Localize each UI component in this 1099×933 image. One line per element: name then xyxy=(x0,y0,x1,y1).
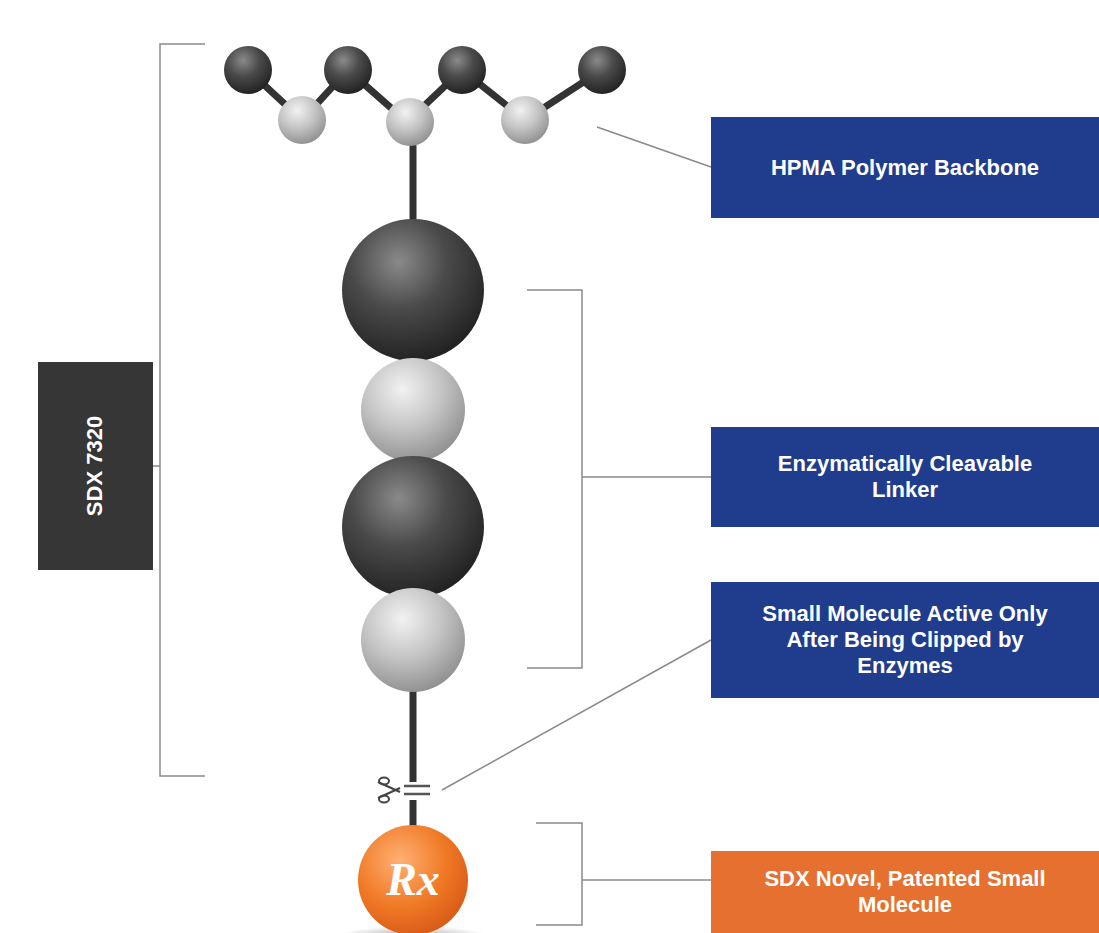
leader-line xyxy=(442,640,711,790)
vertical-label: SDX 7320 xyxy=(83,416,109,516)
callout-box: HPMA Polymer Backbone xyxy=(711,117,1099,218)
scissors-symbol xyxy=(378,778,400,803)
callout-box: Small Molecule Active Only After Being C… xyxy=(711,582,1099,698)
bracket xyxy=(527,290,711,668)
drug-circle: Rx xyxy=(358,825,468,933)
bracket xyxy=(536,823,711,925)
backbone-bonds xyxy=(248,70,602,880)
product-label: SDX 7320 xyxy=(38,362,153,570)
callout-box: Enzymatically Cleavable Linker xyxy=(711,427,1099,527)
linker-beads xyxy=(342,219,484,692)
backbone-beads xyxy=(224,46,626,146)
cleavage-site xyxy=(378,778,430,803)
label-text: SDX Novel, Patented Small Molecule xyxy=(745,866,1065,918)
leader-line xyxy=(597,127,711,167)
label-text: HPMA Polymer Backbone xyxy=(771,155,1039,181)
callout-box: SDX Novel, Patented Small Molecule xyxy=(711,851,1099,933)
label-text: Small Molecule Active Only After Being C… xyxy=(755,601,1055,679)
label-text: Rx xyxy=(386,853,440,907)
label-text: Enzymatically Cleavable Linker xyxy=(755,451,1055,503)
